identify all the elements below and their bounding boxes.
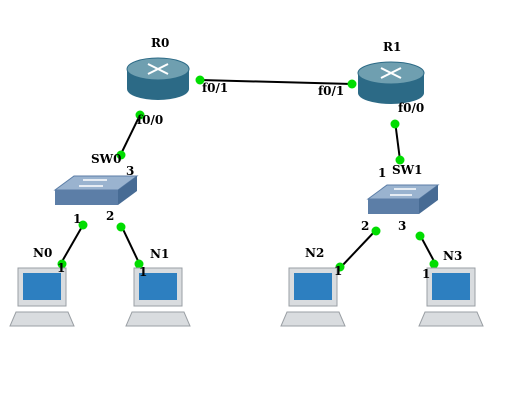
switch-arrows-icon xyxy=(79,179,107,187)
keyboard xyxy=(9,311,75,327)
link-sw1-n2[interactable] xyxy=(339,229,377,269)
link-light-icon xyxy=(335,262,345,272)
link-light-icon xyxy=(195,75,205,85)
host-n3[interactable] xyxy=(418,267,484,327)
switch-sw0-label: SW0 xyxy=(91,152,122,166)
monitor-screen xyxy=(23,273,61,300)
port-label: 2 xyxy=(106,209,114,223)
link-light-icon xyxy=(134,259,144,269)
host-n3-label: N3 xyxy=(443,249,462,263)
router-r1-label: R1 xyxy=(383,40,401,54)
port-label: f0/0 xyxy=(398,101,424,115)
router-r1[interactable] xyxy=(357,61,425,104)
router-r0-label: R0 xyxy=(151,36,169,50)
link-light-icon xyxy=(57,259,67,269)
router-arrows-icon xyxy=(380,67,402,79)
port-label: f0/0 xyxy=(137,113,163,127)
port-label: 3 xyxy=(126,164,134,178)
host-n0[interactable] xyxy=(9,267,75,327)
link-lights xyxy=(57,75,439,272)
link-light-icon xyxy=(429,259,439,269)
host-n1-label: N1 xyxy=(150,247,169,261)
port-label: f0/1 xyxy=(318,84,344,98)
switch-front xyxy=(55,190,118,205)
link-light-icon xyxy=(347,79,357,89)
link-light-icon xyxy=(135,110,145,120)
link-light-icon xyxy=(78,220,88,230)
switch-sw1-label: SW1 xyxy=(392,163,423,177)
switch-arrows-icon xyxy=(390,188,416,196)
router-arrows-icon xyxy=(147,63,169,75)
monitor-screen xyxy=(139,273,177,300)
link-light-icon xyxy=(116,150,126,160)
port-label: 1 xyxy=(57,261,65,275)
keyboard xyxy=(125,311,191,327)
port-label: 1 xyxy=(334,264,342,278)
host-n2-label: N2 xyxy=(305,246,324,260)
keyboard xyxy=(280,311,346,327)
host-n1[interactable] xyxy=(125,267,191,327)
switch-front xyxy=(368,199,419,214)
port-label: f0/1 xyxy=(202,81,228,95)
port-label: 2 xyxy=(361,219,369,233)
link-r0-r1[interactable] xyxy=(199,79,353,85)
link-light-icon xyxy=(415,231,425,241)
port-label: 3 xyxy=(398,219,406,233)
link-light-icon xyxy=(116,222,126,232)
keyboard xyxy=(418,311,484,327)
switch-sw0[interactable] xyxy=(53,175,139,205)
host-n2[interactable] xyxy=(280,267,346,327)
switch-sw1[interactable] xyxy=(366,184,440,214)
link-light-icon xyxy=(390,119,400,129)
monitor-screen xyxy=(432,273,470,300)
switch-side xyxy=(419,185,438,214)
port-label: 1 xyxy=(422,267,430,281)
port-label: 1 xyxy=(378,166,386,180)
port-label: 1 xyxy=(139,265,147,279)
link-light-icon xyxy=(395,155,405,165)
port-label: 1 xyxy=(73,212,81,226)
switch-side xyxy=(118,176,137,205)
link-light-icon xyxy=(371,226,381,236)
link-sw0-n1[interactable] xyxy=(120,224,141,266)
link-sw0-n0[interactable] xyxy=(59,224,84,266)
router-r0[interactable] xyxy=(126,57,190,100)
monitor-screen xyxy=(294,273,332,300)
host-n0-label: N0 xyxy=(33,246,52,260)
